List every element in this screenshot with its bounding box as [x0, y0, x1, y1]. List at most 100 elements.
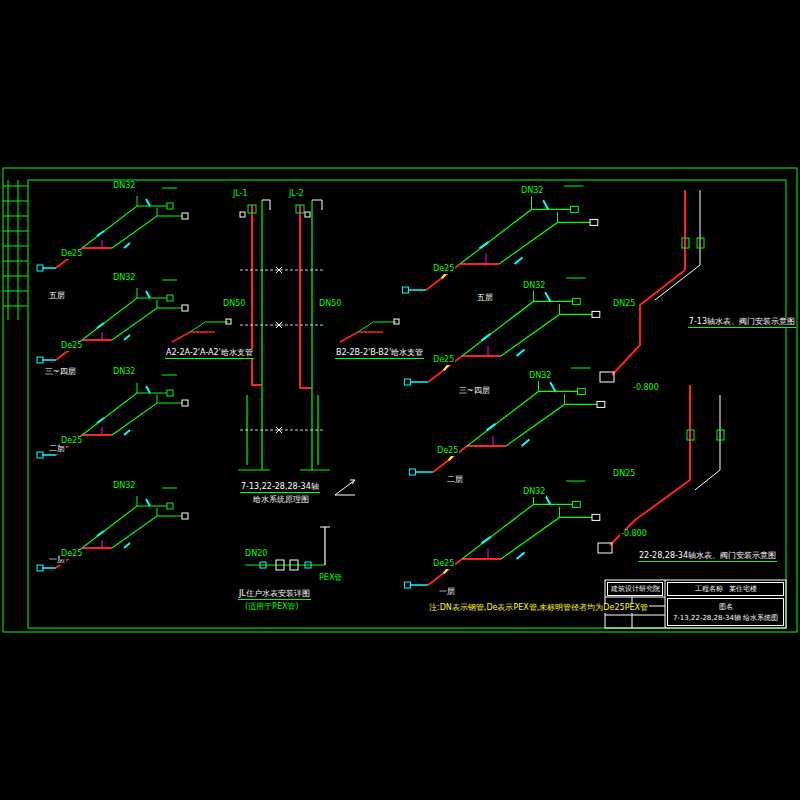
- pipe: [467, 445, 506, 447]
- pipe: [559, 304, 560, 314]
- pipe: [162, 488, 177, 489]
- drawing-label: De25: [432, 356, 455, 365]
- pipe: [486, 254, 487, 264]
- drawing-label: DN25: [612, 300, 636, 309]
- fitting-symbol: [404, 379, 410, 385]
- pipe: [428, 356, 462, 382]
- pipe: [433, 446, 467, 472]
- fitting-symbol: [167, 503, 173, 509]
- pipe: [487, 424, 496, 431]
- fitting-symbol: [571, 206, 579, 212]
- pipe: [460, 263, 499, 265]
- pipe: [124, 243, 130, 248]
- pipe: [82, 247, 112, 249]
- pipe: [467, 391, 578, 446]
- pipe: [276, 427, 282, 433]
- fitting-symbol: [240, 212, 245, 217]
- drawing-label: DN25: [612, 470, 636, 479]
- drawing-label: DN32: [520, 187, 544, 196]
- fitting-symbol: [182, 400, 188, 406]
- fitting-symbol: [167, 390, 173, 396]
- pipe: [566, 278, 586, 279]
- pipe: [240, 430, 325, 431]
- pipe: [426, 264, 460, 290]
- title-text: 图名: [719, 602, 733, 612]
- pipe: [480, 242, 489, 249]
- pipe: [240, 325, 325, 326]
- pipe: [482, 334, 491, 341]
- pipe: [695, 450, 720, 490]
- pipe: [501, 314, 592, 356]
- pipe: [3, 306, 28, 307]
- fitting-symbol: [598, 543, 612, 553]
- pipe: [124, 543, 130, 548]
- pipe: [276, 427, 282, 433]
- pipe: [340, 332, 383, 342]
- drawing-label: DN32: [112, 274, 136, 283]
- fitting-symbol: [296, 205, 304, 213]
- pipe: [300, 205, 312, 388]
- pipe: [350, 480, 355, 484]
- title-text: 建筑设计研究院: [611, 584, 660, 594]
- fitting-symbol: [717, 430, 724, 440]
- pipe: [162, 188, 177, 189]
- pipe: [102, 240, 103, 248]
- pipe: [499, 222, 590, 264]
- pipe: [276, 322, 282, 328]
- pipe: [172, 332, 215, 342]
- drawing-label: 五层: [48, 292, 66, 301]
- title-block-cell: 建筑设计研究院: [607, 582, 663, 596]
- pipe: [124, 430, 130, 435]
- pipe: [137, 288, 138, 298]
- pipe: [410, 584, 428, 586]
- pipe: [3, 261, 28, 262]
- pipe: [3, 231, 28, 232]
- pipe: [42, 359, 56, 361]
- pipe: [501, 517, 592, 559]
- pipe: [515, 258, 523, 265]
- pipe: [564, 186, 584, 187]
- pipe: [410, 381, 428, 383]
- drawing-label: JL-1: [232, 190, 249, 199]
- pipe: [3, 246, 28, 247]
- pipe: [137, 496, 138, 506]
- pipe: [102, 332, 103, 340]
- pipe: [506, 404, 597, 446]
- pipe: [684, 190, 686, 270]
- drawing-label: 7-13轴水表、阀门安装示意图: [688, 318, 796, 328]
- pipe: [157, 300, 158, 308]
- fitting-symbol: [260, 562, 266, 568]
- fitting-symbol: [592, 514, 600, 520]
- drawing-label: PEX管: [318, 574, 343, 583]
- pipe: [82, 393, 167, 435]
- drawing-label: A2-2A-2'A-A2'给水支管: [165, 349, 254, 359]
- pipe: [146, 291, 150, 298]
- drawing-label: 注:DN表示钢管,De表示PEX管,未标明管径者均为De25PEX管: [428, 604, 649, 613]
- pipe: [3, 291, 28, 292]
- pipe: [408, 289, 426, 291]
- drawing-label: DN32: [522, 488, 546, 497]
- pipe: [493, 436, 494, 446]
- fitting-symbol: [573, 501, 581, 507]
- pipe: [610, 445, 690, 545]
- drawing-label: De25: [432, 265, 455, 274]
- drawing-label: B2-2B-2'B-B2'给水支管: [335, 349, 424, 359]
- drawing-label: DN32: [528, 372, 552, 381]
- fitting-symbol: [573, 298, 581, 304]
- pipe: [462, 558, 501, 560]
- pipe: [240, 270, 325, 271]
- fitting-symbol: [290, 560, 298, 570]
- pipe: [82, 298, 167, 340]
- pipe: [311, 200, 312, 470]
- fitting-symbol: [682, 238, 689, 248]
- pipe: [42, 267, 56, 269]
- pipe: [262, 200, 270, 210]
- drawing-label: DN32: [112, 482, 136, 491]
- drawing-label: 二层: [48, 445, 66, 454]
- pipe: [97, 418, 104, 423]
- pipe: [462, 301, 573, 356]
- pipe: [689, 385, 691, 445]
- pipe: [3, 186, 28, 187]
- drawing-label: -0.800: [632, 384, 660, 393]
